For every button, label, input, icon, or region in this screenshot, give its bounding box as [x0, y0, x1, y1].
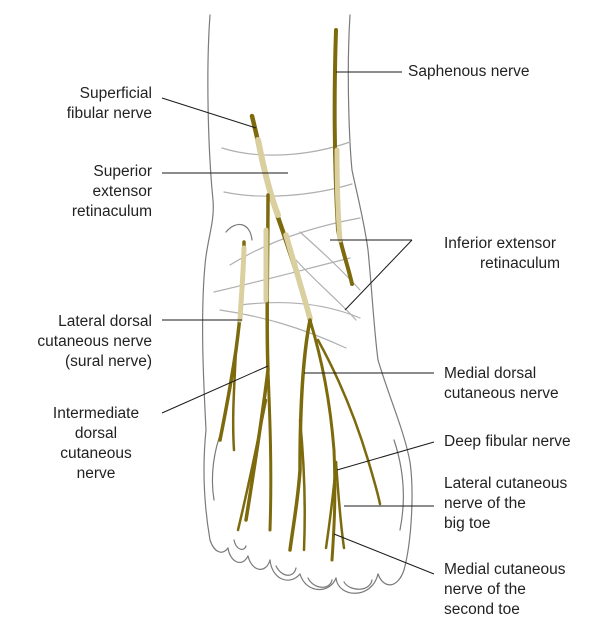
label-superior-extensor-retinaculum: Superior extensor retinaculum [40, 162, 152, 222]
lateral-dorsal-nerve [220, 242, 244, 440]
medial-dorsal-nerve [290, 320, 310, 550]
label-lateral-cutaneous-nerve-big-toe: Lateral cutaneous nerve of the big toe [444, 474, 567, 534]
label-medial-dorsal-cutaneous-nerve: Medial dorsal cutaneous nerve [444, 364, 559, 404]
saphenous-nerve-faded [337, 150, 340, 240]
label-intermediate-dorsal-cutaneous-nerve: Intermediate dorsal cutaneous nerve [40, 404, 152, 484]
label-deep-fibular-nerve: Deep fibular nerve [444, 432, 571, 452]
label-inferior-extensor-retinaculum: Inferior extensor retinaculum [444, 234, 596, 274]
label-medial-cutaneous-nerve-second-toe: Medial cutaneous nerve of the second toe [444, 560, 566, 620]
label-saphenous-nerve: Saphenous nerve [408, 62, 530, 82]
nerves [220, 30, 380, 560]
label-lateral-dorsal-cutaneous-nerve: Lateral dorsal cutaneous nerve (sural ne… [20, 312, 152, 372]
label-superficial-fibular-nerve: Superficial fibular nerve [40, 84, 152, 124]
